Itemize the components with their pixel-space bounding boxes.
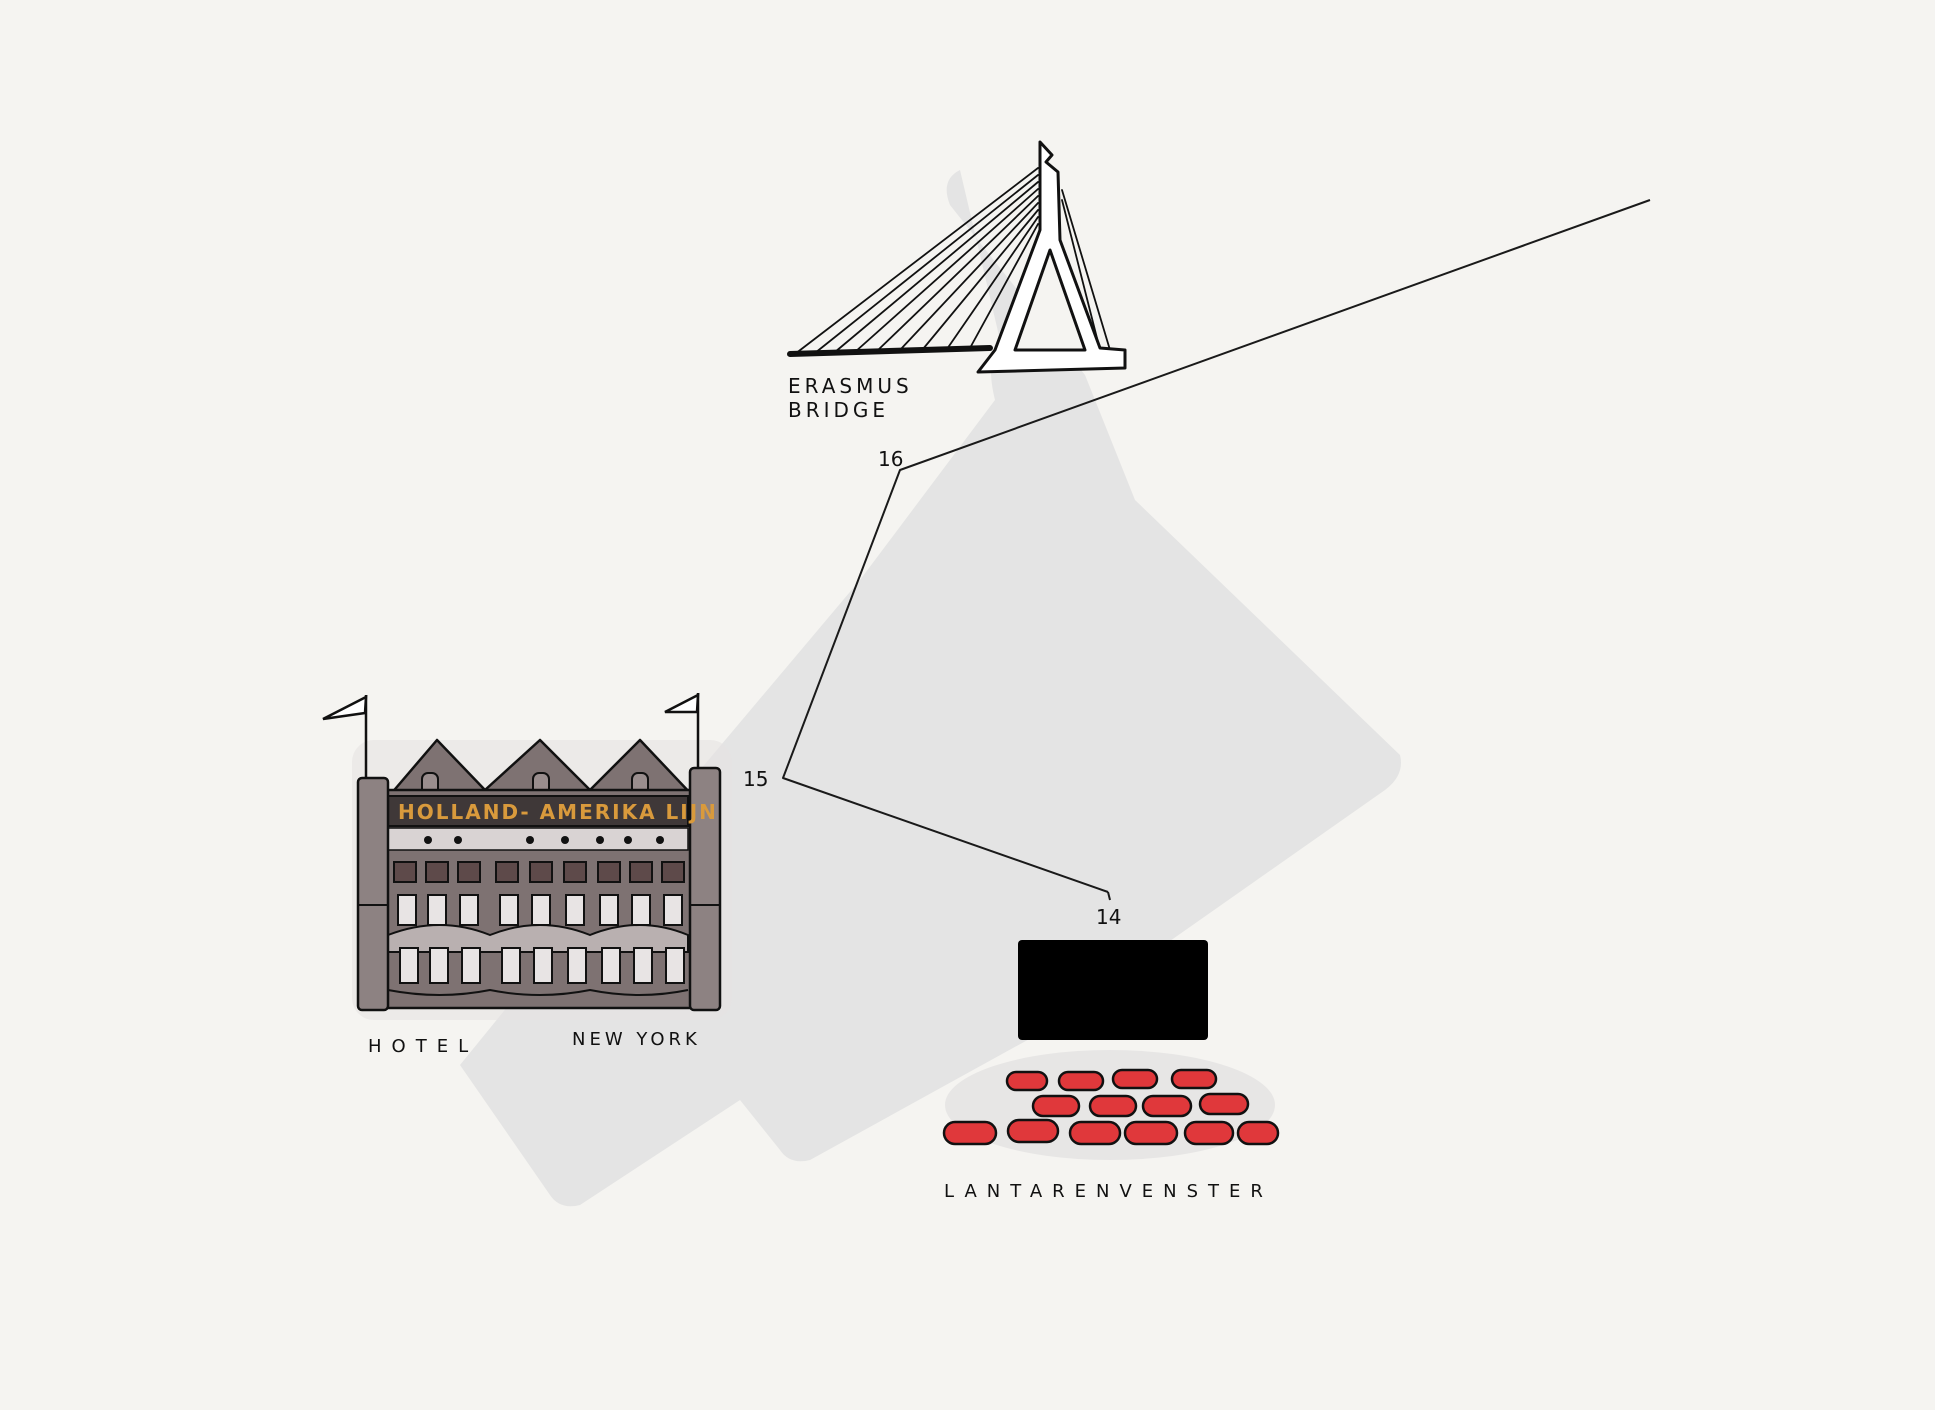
flag-icon [322,694,368,780]
bridge-icon [787,140,1127,374]
hotel-sign-text: HOLLAND- AMERIKA LIJN [398,800,718,824]
route-line [782,199,1651,893]
cinema-screen [1018,940,1208,1040]
hotel-label-word2: NEW YORK [572,1029,701,1050]
stop-label-14: 14 [1096,905,1121,929]
hotel-label-word1: HOTEL [368,1036,478,1057]
bridge-label-line2: BRIDGE [788,398,889,422]
stop-label-15: 15 [743,767,768,791]
flag-icon [664,692,700,778]
route-end-tick [1107,891,1111,901]
bridge-label-line1: ERASMUS [788,374,913,398]
hotel-building-icon [322,692,732,1020]
cinema-label: LANTARENVENSTER [944,1181,1273,1202]
cinema-icon [942,940,1280,1160]
stop-label-16: 16 [878,447,903,471]
district-shadow [460,170,1401,1207]
